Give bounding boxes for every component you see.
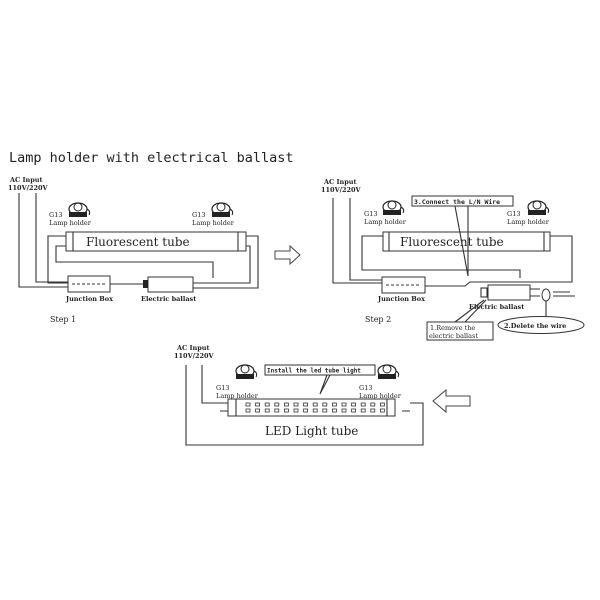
right-arrow-icon: [274, 244, 301, 266]
ballast-label: Electric ballast: [469, 303, 524, 311]
holder-type-label: G13: [216, 384, 229, 392]
holder-label: Lamp holder: [216, 392, 259, 400]
led-chip: [303, 402, 309, 407]
led-chip: [303, 408, 309, 413]
fluorescent-tube: [65, 231, 247, 252]
step-label: Step 2: [365, 315, 391, 324]
ballast-label: Electric ballast: [141, 295, 196, 303]
left-arrow-icon: [432, 388, 471, 414]
led-chip: [370, 402, 376, 407]
tube-label: LED Light tube: [265, 424, 358, 438]
connect-callout: [411, 195, 514, 207]
holder-label: Lamp holder: [192, 219, 235, 227]
remove-callout-text: 1.Remove the: [430, 324, 475, 332]
step-label: Step 1: [50, 315, 76, 324]
lamp-holder-icon: [211, 202, 234, 218]
diagram-title: Lamp holder with electrical ballast: [9, 150, 293, 166]
delete-callout: [497, 316, 585, 334]
led-chip: [274, 408, 280, 413]
install-callout: [264, 364, 376, 376]
led-chip: [293, 402, 299, 407]
led-chip: [370, 408, 376, 413]
connect-callout-text: 3.Connect the L/N Wire: [414, 198, 500, 206]
install-callout-text: Install the led tube light: [267, 368, 361, 375]
led-chip: [322, 408, 328, 413]
led-chip-array: [245, 402, 385, 413]
tube-label: Fluorescent tube: [86, 235, 190, 249]
junction-box-label: Junction Box: [65, 295, 113, 303]
holder-type-label: G13: [364, 210, 377, 218]
led-chip: [351, 408, 357, 413]
led-chip: [331, 402, 337, 407]
fluorescent-tube: [382, 231, 551, 252]
led-chip: [293, 408, 299, 413]
wire-cut-marker: [541, 288, 551, 302]
led-chip: [255, 402, 261, 407]
ac-input-label: AC Input: [323, 178, 357, 186]
led-chip: [312, 402, 318, 407]
ac-input-label: AC Input: [176, 344, 210, 352]
led-chip: [312, 408, 318, 413]
led-chip: [379, 408, 385, 413]
led-chip: [331, 408, 337, 413]
led-chip: [341, 408, 347, 413]
ac-input-label: AC Input: [9, 176, 43, 184]
holder-label: Lamp holder: [507, 218, 550, 226]
holder-type-label: G13: [49, 211, 62, 219]
led-chip: [379, 402, 385, 407]
lamp-holder-icon: [68, 202, 91, 218]
ac-voltage-label: 110V/220V: [174, 352, 215, 360]
step2-panel: AC Input 110V/220V G13 Lamp holder G13 L…: [321, 178, 585, 341]
remove-callout: [426, 321, 494, 341]
led-chip: [283, 408, 289, 413]
led-chip: [245, 408, 251, 413]
led-chip: [341, 402, 347, 407]
holder-label: Lamp holder: [49, 219, 92, 227]
lamp-holder-icon: [382, 200, 405, 216]
led-tube: [227, 398, 396, 417]
lamp-holder-icon: [235, 364, 258, 380]
led-chip: [360, 408, 366, 413]
delete-callout-text: 2.Delete the wire: [504, 322, 566, 330]
step1-panel: AC Input 110V/220V G13 Lamp holder G13 L…: [8, 176, 259, 324]
lamp-holder-icon: [527, 200, 550, 216]
holder-type-label: G13: [192, 211, 205, 219]
junction-box-label: Junction Box: [377, 295, 425, 303]
led-chip: [360, 402, 366, 407]
holder-type-label: G13: [507, 210, 520, 218]
led-chip: [283, 402, 289, 407]
led-chip: [255, 408, 261, 413]
led-chip: [322, 402, 328, 407]
holder-label: Lamp holder: [364, 218, 407, 226]
step3-panel: AC Input 110V/220V Install the led tube …: [174, 344, 424, 446]
ac-voltage-label: 110V/220V: [8, 184, 49, 192]
electric-ballast: [487, 284, 531, 301]
led-chip: [351, 402, 357, 407]
led-chip: [264, 402, 270, 407]
holder-label: Lamp holder: [359, 392, 402, 400]
led-chip: [274, 402, 280, 407]
led-chip: [245, 402, 251, 407]
tube-label: Fluorescent tube: [400, 235, 504, 249]
lamp-holder-icon: [377, 364, 400, 380]
holder-type-label: G13: [359, 384, 372, 392]
ac-voltage-label: 110V/220V: [321, 186, 362, 194]
electric-ballast: [147, 276, 194, 293]
remove-callout-text: electric ballast: [429, 332, 478, 340]
led-chip: [264, 408, 270, 413]
